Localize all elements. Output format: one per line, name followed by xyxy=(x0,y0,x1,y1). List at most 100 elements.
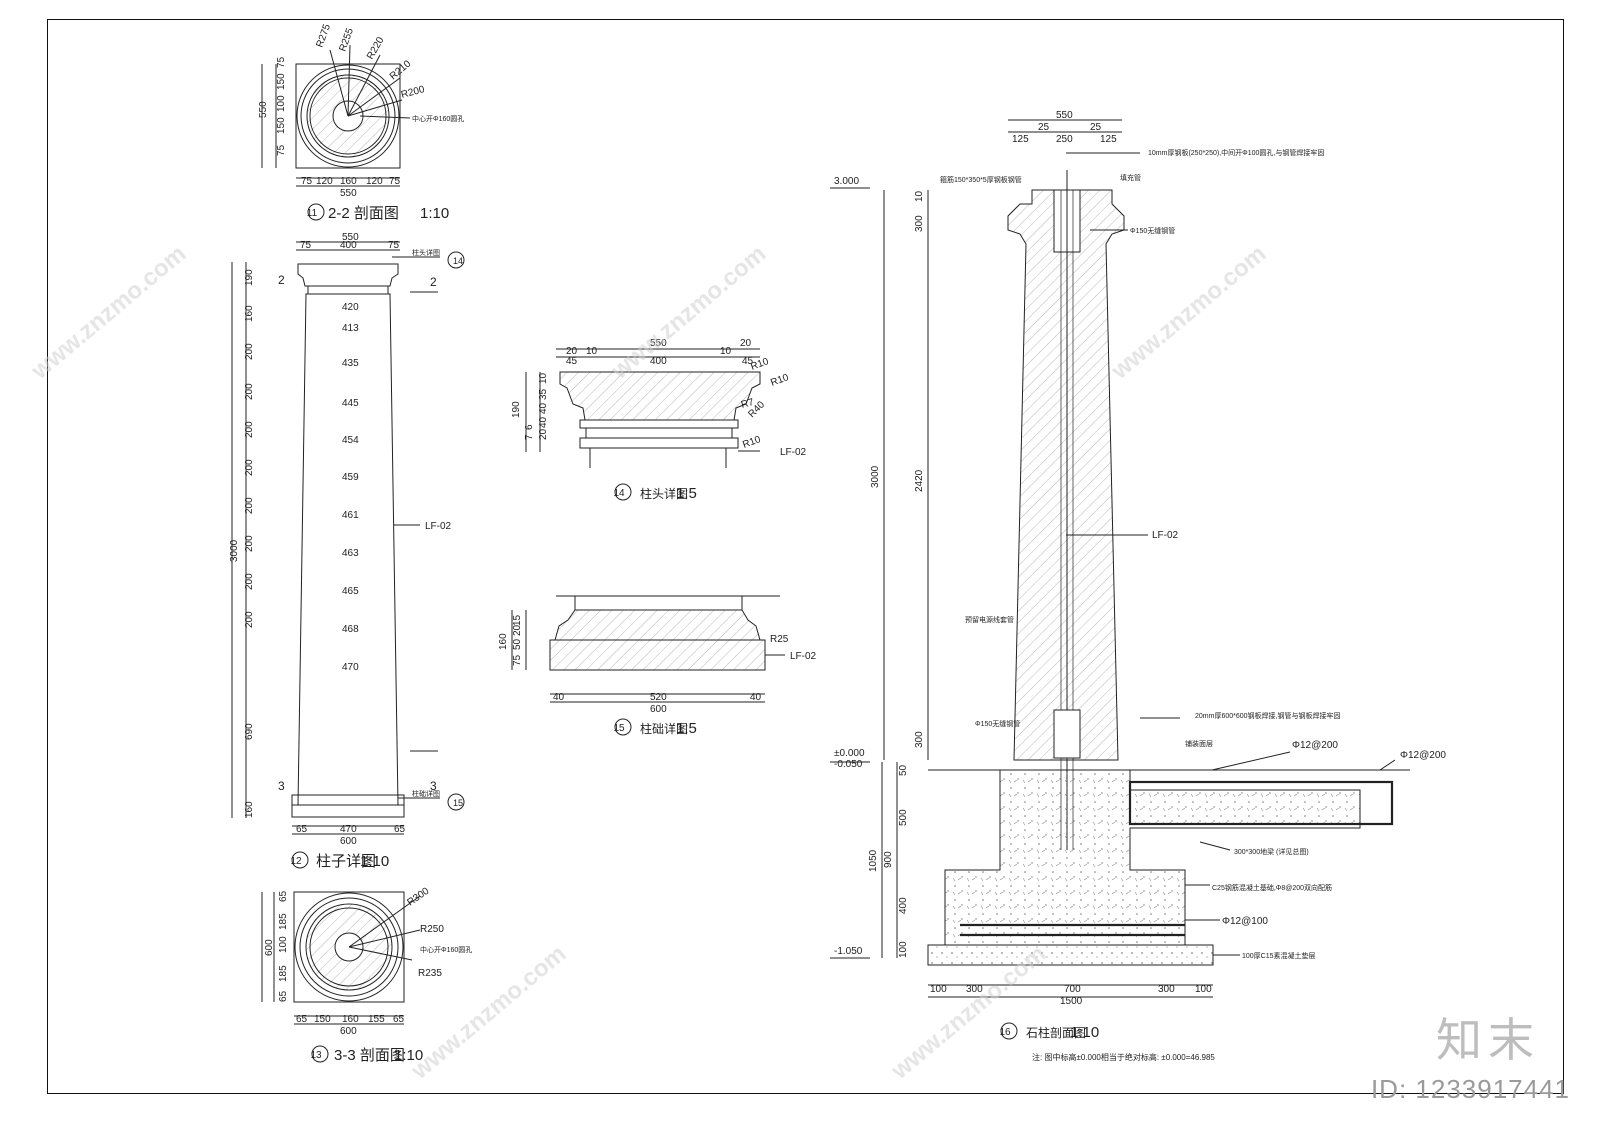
d16-note-wire: 预留电源线套管 xyxy=(965,615,1014,624)
d12-left-dim-2: 200 xyxy=(244,343,255,360)
d12-callout-cap: 14 xyxy=(453,256,463,266)
d12-width-2: 435 xyxy=(342,358,359,369)
d14-radius-1: R10 xyxy=(769,372,790,389)
d13-bottom-dim-3: 155 xyxy=(368,1014,385,1025)
d16-note-beam: 300*300地梁 (详见总图) xyxy=(1234,847,1309,856)
d11-note: 中心开Φ160圆孔 xyxy=(412,114,464,123)
d14-left-6: 7 xyxy=(524,434,535,440)
d14-left-1: 35 xyxy=(538,388,549,400)
d13-left-dim-4: 65 xyxy=(278,990,289,1002)
detail-15-base-detail xyxy=(511,595,785,736)
d12-left-dim-6: 200 xyxy=(244,497,255,514)
d12-bottom-dim-0: 65 xyxy=(296,824,308,835)
d16-found-5: 100 xyxy=(898,941,909,958)
d13-left-dim-0: 65 xyxy=(278,890,289,902)
d12-width-5: 459 xyxy=(342,472,359,483)
d13-scale: 1:10 xyxy=(394,1047,423,1064)
d16-inner-0: 10 xyxy=(914,190,925,202)
detail-14-capital-detail xyxy=(525,348,761,501)
d15-bottom-total: 600 xyxy=(650,704,667,715)
d12-bottom-total: 600 xyxy=(340,836,357,847)
d16-found-2: 1050 xyxy=(868,849,879,872)
detail-13-section-3-3 xyxy=(261,891,421,1063)
d13-radius-0: R300 xyxy=(405,885,431,908)
d12-cut-bottom-right: 3 xyxy=(430,779,437,793)
d11-radius-1: R255 xyxy=(337,26,356,53)
watermark-text-1: www.znzmo.com xyxy=(26,240,192,385)
d12-base-label: 柱础详图 xyxy=(412,789,440,798)
d12-bottom-dim-1: 470 xyxy=(340,824,357,835)
d12-number-circle xyxy=(291,851,309,869)
d16-foundation xyxy=(944,769,1361,946)
d16-top-a-0: 25 xyxy=(1038,122,1050,133)
d11-left-dim-2: 100 xyxy=(276,95,287,112)
d16-elev-ground: -0.050 xyxy=(834,759,863,770)
d13-radius-1: R250 xyxy=(420,924,444,935)
d13-bottom-dim-0: 65 xyxy=(296,1014,308,1025)
d16-top-b-0: 125 xyxy=(1012,134,1029,145)
d12-callout-14 xyxy=(447,251,465,269)
d12-width-3: 445 xyxy=(342,398,359,409)
d13-bottom-dim-2: 160 xyxy=(342,1014,359,1025)
watermark-text-4: www.znzmo.com xyxy=(406,940,572,1085)
d13-left-dim-2: 100 xyxy=(278,936,289,953)
d12-callout-base: 15 xyxy=(453,798,463,808)
d12-top-dim-1: 400 xyxy=(340,240,357,251)
d16-bottom-4: 100 xyxy=(1195,984,1212,995)
d16-footnote: 注: 图中标高±0.000相当于绝对标高: ±0.000=46.985 xyxy=(1032,1052,1215,1062)
d15-bottom-2: 40 xyxy=(750,692,762,703)
d12-number: 12 xyxy=(290,856,302,867)
d14-top-total: 550 xyxy=(650,338,667,349)
d13-bottom-dim-1: 150 xyxy=(314,1014,331,1025)
d12-width-1: 413 xyxy=(342,323,359,334)
d12-bottom-dim-2: 65 xyxy=(394,824,406,835)
d14-left-2: 40 xyxy=(538,402,549,414)
d12-callout-15 xyxy=(447,793,465,811)
d13-bottom-total: 600 xyxy=(340,1026,357,1037)
d11-left-dim-1: 150 xyxy=(276,73,287,90)
d13-left-dim-3: 185 xyxy=(278,965,289,982)
d12-capital xyxy=(297,263,399,287)
d14-radius-2: R7 xyxy=(740,397,756,411)
d16-bottom-1: 300 xyxy=(966,984,983,995)
d16-note-pipe: Φ150无缝钢管 xyxy=(1130,226,1175,235)
d15-base-profile xyxy=(554,609,761,641)
d16-title: 石柱剖面图 xyxy=(1026,1025,1086,1040)
d12-width-4: 454 xyxy=(342,435,359,446)
d16-note-pipe2: Φ150无缝钢管 xyxy=(975,719,1020,728)
d12-cap-label: 柱头详图 xyxy=(412,248,440,257)
drawing-sheet-border xyxy=(47,19,1564,1094)
d12-left-dim-4: 200 xyxy=(244,421,255,438)
d12-left-dim-7: 200 xyxy=(244,535,255,552)
d12-base xyxy=(291,794,405,818)
d13-left-dim-1: 185 xyxy=(278,913,289,930)
d14-left-3: 40 xyxy=(538,416,549,428)
d16-elev-zero: ±0.000 xyxy=(834,748,865,759)
d16-ground-beam xyxy=(1128,780,1394,826)
d15-left-1: 20 xyxy=(512,624,523,636)
d15-radius: R25 xyxy=(770,634,789,645)
d16-note-plate2: 20mm厚600*600钢板焊接,钢管与钢板焊接牢固 xyxy=(1195,711,1340,720)
d14-top-a-3: 20 xyxy=(740,338,752,349)
d16-top-b-2: 125 xyxy=(1100,134,1117,145)
d15-scale: 1:5 xyxy=(676,720,697,737)
d13-bottom-dim-4: 65 xyxy=(393,1014,405,1025)
detail-11-section-2-2 xyxy=(261,44,411,221)
d15-plinth xyxy=(549,639,766,671)
d15-left-3: 75 xyxy=(512,654,523,666)
d12-left-dim-1: 160 xyxy=(244,305,255,322)
d15-left-0: 15 xyxy=(512,614,523,626)
d15-bottom-0: 40 xyxy=(553,692,565,703)
d11-left-dim-4: 75 xyxy=(276,144,287,156)
d16-note-plate: 10mm厚钢板(250*250),中间开Φ100圆孔,与钢管焊接牢固 xyxy=(1148,148,1324,157)
d15-number: 15 xyxy=(613,723,625,734)
d12-left-dim-3: 200 xyxy=(244,383,255,400)
d16-found-3: 900 xyxy=(883,851,894,868)
d11-radius-0: R275 xyxy=(314,22,333,49)
watermark-brand: 知末 xyxy=(1436,1014,1540,1066)
d16-found-0: 50 xyxy=(898,764,909,776)
d14-radius-4: R10 xyxy=(741,434,762,451)
d16-bottom-0: 100 xyxy=(930,984,947,995)
d13-number-circle xyxy=(311,1045,329,1063)
